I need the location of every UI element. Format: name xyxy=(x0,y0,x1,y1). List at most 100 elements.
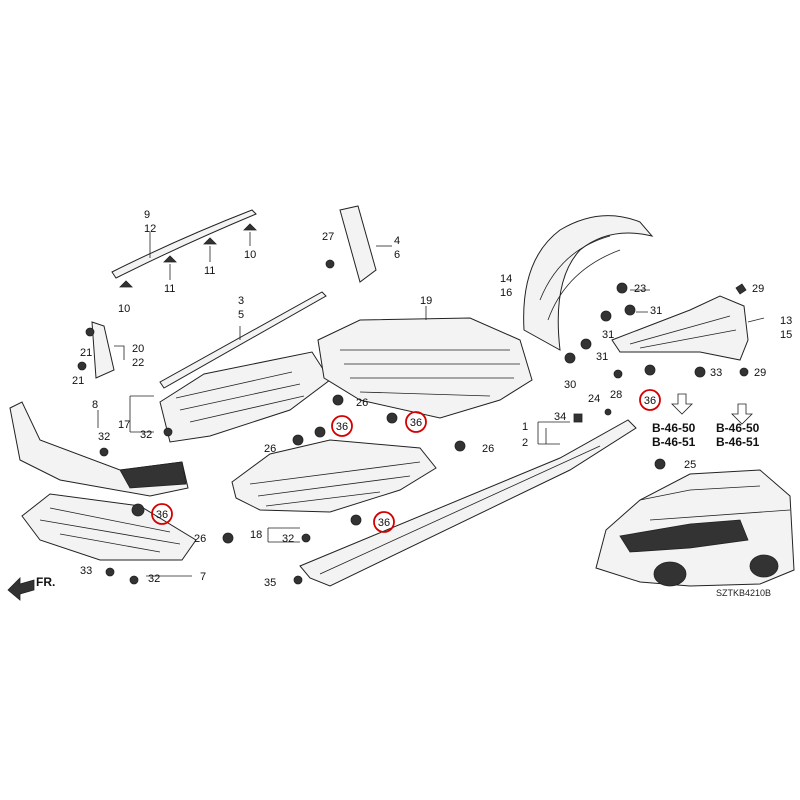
callout-18: 18 xyxy=(250,529,262,541)
callout-14: 14 xyxy=(500,273,512,285)
highlight-label-h2: 36 xyxy=(336,421,348,433)
side-sill-garnish xyxy=(299,419,637,587)
callout-32a: 32 xyxy=(140,429,152,441)
highlight-label-h5: 36 xyxy=(644,395,656,407)
fastener-26c xyxy=(454,440,466,452)
highlight-label-h1: 36 xyxy=(156,509,168,521)
fastener-25 xyxy=(654,458,666,470)
fastener-36d xyxy=(350,514,362,526)
front-spoiler xyxy=(9,401,189,497)
callout-19: 19 xyxy=(420,295,432,307)
callout-31b: 31 xyxy=(602,329,614,341)
callout-32d: 32 xyxy=(148,573,160,585)
ref-r2[interactable]: B-46-51 xyxy=(652,435,696,449)
clip-21b xyxy=(77,361,87,371)
fastener-30 xyxy=(564,352,576,364)
clip-10b xyxy=(243,223,257,246)
rear-splash-guard xyxy=(611,295,749,361)
engine-under-cover xyxy=(21,493,197,561)
rear-under-cover xyxy=(231,439,437,513)
callout-35: 35 xyxy=(264,577,276,589)
fastener-26b xyxy=(292,434,304,446)
highlighted-callouts: 363636363636 xyxy=(151,389,661,533)
callout-17: 17 xyxy=(118,419,130,431)
callout-2: 2 xyxy=(522,437,528,449)
ref-r4[interactable]: B-46-51 xyxy=(716,435,760,449)
callout-22: 22 xyxy=(132,357,144,369)
fastener-34 xyxy=(573,413,583,423)
callout-34: 34 xyxy=(554,411,566,423)
clip-10a xyxy=(119,280,133,288)
rear-fender-liner xyxy=(523,215,654,351)
callout-32b: 32 xyxy=(98,431,110,443)
vehicle-overview xyxy=(595,469,795,587)
ref-r1[interactable]: B-46-50 xyxy=(652,421,696,435)
callout-10a: 10 xyxy=(118,303,130,315)
clip-11b xyxy=(203,237,217,262)
fastener-36-rear xyxy=(644,364,656,376)
callout-15: 15 xyxy=(780,329,792,341)
callout-12: 12 xyxy=(144,223,156,235)
highlight-ring-h3 xyxy=(405,411,427,433)
callout-6: 6 xyxy=(394,249,400,261)
front-label: FR. xyxy=(36,575,55,589)
fastener-36c xyxy=(386,412,398,424)
corner-garnish xyxy=(91,321,125,379)
fastener-26d xyxy=(222,532,234,544)
callout-30: 30 xyxy=(564,379,576,391)
callout-16: 16 xyxy=(500,287,512,299)
fastener-24 xyxy=(604,408,612,416)
fastener-29b xyxy=(739,367,749,377)
callout-28: 28 xyxy=(610,389,622,401)
callout-4: 4 xyxy=(394,235,400,247)
callout-26d: 26 xyxy=(194,533,206,545)
callout-29a: 29 xyxy=(752,283,764,295)
callout-33b: 33 xyxy=(80,565,92,577)
highlight-ring-h4 xyxy=(373,511,395,533)
callout-31c: 31 xyxy=(596,351,608,363)
diagram-code: SZTKB4210B xyxy=(716,588,771,598)
fastener-36a xyxy=(131,503,145,517)
highlight-ring-h1 xyxy=(151,503,173,525)
callout-10b: 10 xyxy=(244,249,256,261)
clip-11a xyxy=(163,255,177,280)
side-molding xyxy=(159,291,327,389)
highlight-ring-h2 xyxy=(331,415,353,437)
fastener-28 xyxy=(613,369,623,379)
fastener-31a xyxy=(624,304,636,316)
callout-1: 1 xyxy=(522,421,528,433)
roof-molding xyxy=(111,209,257,279)
arrow-ref-1 xyxy=(671,393,693,415)
callout-7: 7 xyxy=(200,571,206,583)
fastener-31b xyxy=(600,310,612,322)
callout-27: 27 xyxy=(322,231,334,243)
callout-26a: 26 xyxy=(356,397,368,409)
front-under-cover xyxy=(159,351,331,443)
callout-13: 13 xyxy=(780,315,792,327)
fastener-35 xyxy=(293,575,303,585)
fastener-33a xyxy=(694,366,706,378)
reference-labels: B-46-50B-46-51B-46-50B-46-51 xyxy=(652,421,760,449)
callout-9: 9 xyxy=(144,209,150,221)
fastener-32d xyxy=(129,575,139,585)
callout-3: 3 xyxy=(238,295,244,307)
highlight-label-h4: 36 xyxy=(378,517,390,529)
callout-26b: 26 xyxy=(264,443,276,455)
fastener-26a xyxy=(332,394,344,406)
highlight-label-h3: 36 xyxy=(410,417,422,429)
highlight-ring-h5 xyxy=(639,389,661,411)
leader-lines xyxy=(129,289,765,577)
callout-33a: 33 xyxy=(710,367,722,379)
callout-21a: 21 xyxy=(80,347,92,359)
ref-r3[interactable]: B-46-50 xyxy=(716,421,760,435)
callout-11b: 11 xyxy=(204,265,215,277)
callout-5: 5 xyxy=(238,309,244,321)
fastener-33b xyxy=(105,567,115,577)
fastener-32b xyxy=(99,447,109,457)
callout-31a: 31 xyxy=(650,305,662,317)
callout-32c: 32 xyxy=(282,533,294,545)
front-arrow xyxy=(7,577,35,601)
